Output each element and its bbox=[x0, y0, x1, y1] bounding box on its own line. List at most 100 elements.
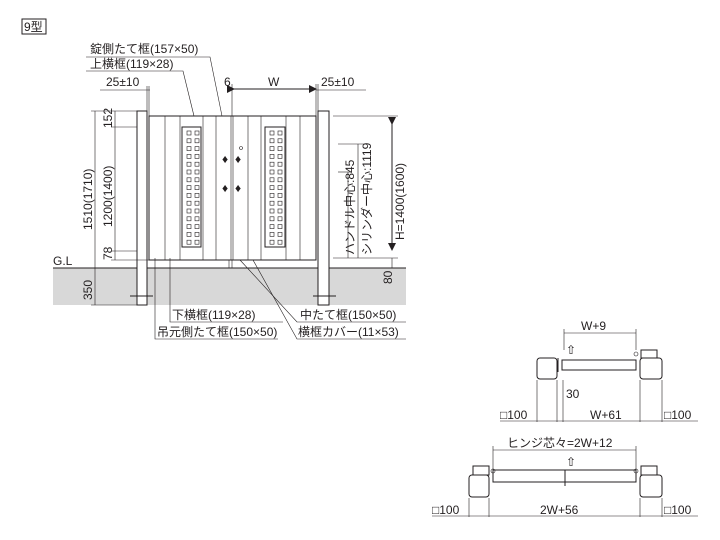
label-middle-stile: 中たて框(150×50) bbox=[300, 307, 396, 322]
mesh-hole bbox=[277, 138, 283, 144]
dim-cylinder-center: シリンダー中心:1119 bbox=[359, 142, 374, 255]
mesh-hole bbox=[194, 177, 200, 183]
mesh-hole bbox=[186, 185, 192, 190]
mesh-hole bbox=[194, 224, 200, 229]
mesh-hole bbox=[269, 232, 275, 237]
plan-single-offset: 30 bbox=[566, 387, 580, 401]
keyhole-icon bbox=[239, 146, 243, 150]
plan-double-post-right: □100 bbox=[664, 503, 692, 517]
plan-single-top-dim: W+9 bbox=[581, 319, 606, 333]
plan-double: ヒンジ芯々=2W+12 ⇧ □100 2W+56 □100 bbox=[432, 436, 698, 517]
mesh-hole bbox=[194, 130, 200, 136]
label-bottom-rail: 下横框(119×28) bbox=[172, 308, 255, 322]
mesh-hole bbox=[269, 216, 275, 222]
dim-handle-center: ハンドル中心:845 bbox=[342, 159, 357, 255]
label-rail-cover: 横框カバー(11×53) bbox=[298, 325, 399, 339]
mesh-hole bbox=[277, 146, 283, 151]
mesh-hole bbox=[186, 224, 192, 229]
dim-width: W bbox=[268, 75, 280, 89]
mesh-hole bbox=[186, 216, 192, 222]
plan-single-post-right: □100 bbox=[664, 408, 692, 422]
handle-icon: ♦ bbox=[222, 152, 228, 166]
mesh-hole bbox=[277, 154, 283, 159]
plan-single-post-left: □100 bbox=[500, 408, 528, 422]
handle-icon: ♦ bbox=[235, 181, 241, 195]
mesh-hole bbox=[269, 130, 275, 136]
mesh-hole bbox=[186, 146, 192, 151]
dim-clearance-right: 25±10 bbox=[321, 75, 355, 89]
mesh-hole bbox=[269, 185, 275, 190]
plan-single: W+9 ⇧ 30 □100 W+61 □100 bbox=[500, 319, 698, 422]
open-direction-arrow-icon-2: ⇧ bbox=[566, 455, 576, 469]
mesh-hole bbox=[186, 161, 192, 167]
left-mesh-panel bbox=[181, 126, 202, 248]
mesh-hole bbox=[269, 224, 275, 229]
dim-gap: 6 bbox=[224, 75, 231, 89]
mesh-hole bbox=[277, 239, 283, 245]
mesh-hole bbox=[269, 193, 275, 198]
right-post bbox=[317, 110, 330, 306]
mesh-hole bbox=[277, 232, 283, 237]
type-label: 9型 bbox=[24, 20, 43, 34]
dim-top-offset: 152 bbox=[101, 108, 115, 128]
mesh-hole bbox=[269, 146, 275, 151]
mesh-hole bbox=[186, 200, 192, 206]
mesh-hole bbox=[194, 154, 200, 159]
plan-double-hinge-dim: ヒンジ芯々=2W+12 bbox=[507, 436, 613, 450]
mesh-hole bbox=[194, 216, 200, 222]
ground-line-label: G.L bbox=[53, 254, 73, 268]
mesh-hole bbox=[186, 130, 192, 136]
mesh-hole bbox=[186, 138, 192, 144]
label-lock-stile: 錠側たて框(157×50) bbox=[90, 41, 198, 56]
mesh-hole bbox=[277, 161, 283, 167]
plan-single-bottom-dim: W+61 bbox=[590, 408, 622, 422]
mesh-hole bbox=[269, 138, 275, 144]
mesh-hole bbox=[269, 154, 275, 159]
open-direction-arrow-icon: ⇧ bbox=[566, 343, 576, 357]
mesh-hole bbox=[194, 208, 200, 214]
mesh-hole bbox=[186, 239, 192, 245]
dim-total-height: 1510(1710) bbox=[81, 169, 95, 230]
dim-panel-height: 1200(1400) bbox=[101, 166, 115, 227]
mesh-hole bbox=[269, 208, 275, 214]
mesh-hole bbox=[186, 177, 192, 183]
dim-embed: 350 bbox=[81, 280, 95, 300]
mesh-hole bbox=[277, 224, 283, 229]
dim-height: H=1400(1600) bbox=[393, 163, 407, 240]
mesh-hole bbox=[186, 232, 192, 237]
mesh-hole bbox=[186, 193, 192, 198]
dim-clearance-left: 25±10 bbox=[106, 75, 140, 89]
mesh-hole bbox=[269, 239, 275, 245]
dim-bottom-offset: 78 bbox=[101, 246, 115, 260]
mesh-hole bbox=[186, 154, 192, 159]
plan-double-post-left: □100 bbox=[432, 503, 460, 517]
mesh-hole bbox=[277, 185, 283, 190]
mesh-hole bbox=[194, 200, 200, 206]
mesh-hole bbox=[277, 200, 283, 206]
mesh-hole bbox=[194, 146, 200, 151]
mesh-hole bbox=[277, 169, 283, 175]
handle-icon: ♦ bbox=[235, 152, 241, 166]
mesh-hole bbox=[269, 200, 275, 206]
mesh-hole bbox=[269, 161, 275, 167]
mesh-hole bbox=[194, 239, 200, 245]
type-label-box bbox=[21, 18, 47, 35]
mesh-hole bbox=[194, 193, 200, 198]
mesh-hole bbox=[277, 208, 283, 214]
mesh-hole bbox=[194, 169, 200, 175]
mesh-hole bbox=[277, 193, 283, 198]
plan-double-bottom-dim: 2W+56 bbox=[540, 503, 579, 517]
gate-elevation: ♦ ♦ ♦ ♦ bbox=[148, 115, 317, 268]
handle-icon: ♦ bbox=[222, 181, 228, 195]
mesh-hole bbox=[269, 169, 275, 175]
dim-ground-gap: 80 bbox=[381, 270, 395, 284]
mesh-hole bbox=[277, 177, 283, 183]
left-post bbox=[136, 110, 148, 306]
mesh-hole bbox=[186, 169, 192, 175]
ground-area bbox=[53, 268, 406, 305]
mesh-hole bbox=[194, 185, 200, 190]
label-hinge-stile: 吊元側たて框(150×50) bbox=[157, 325, 277, 339]
label-top-rail: 上横框(119×28) bbox=[90, 57, 173, 71]
mesh-hole bbox=[194, 161, 200, 167]
